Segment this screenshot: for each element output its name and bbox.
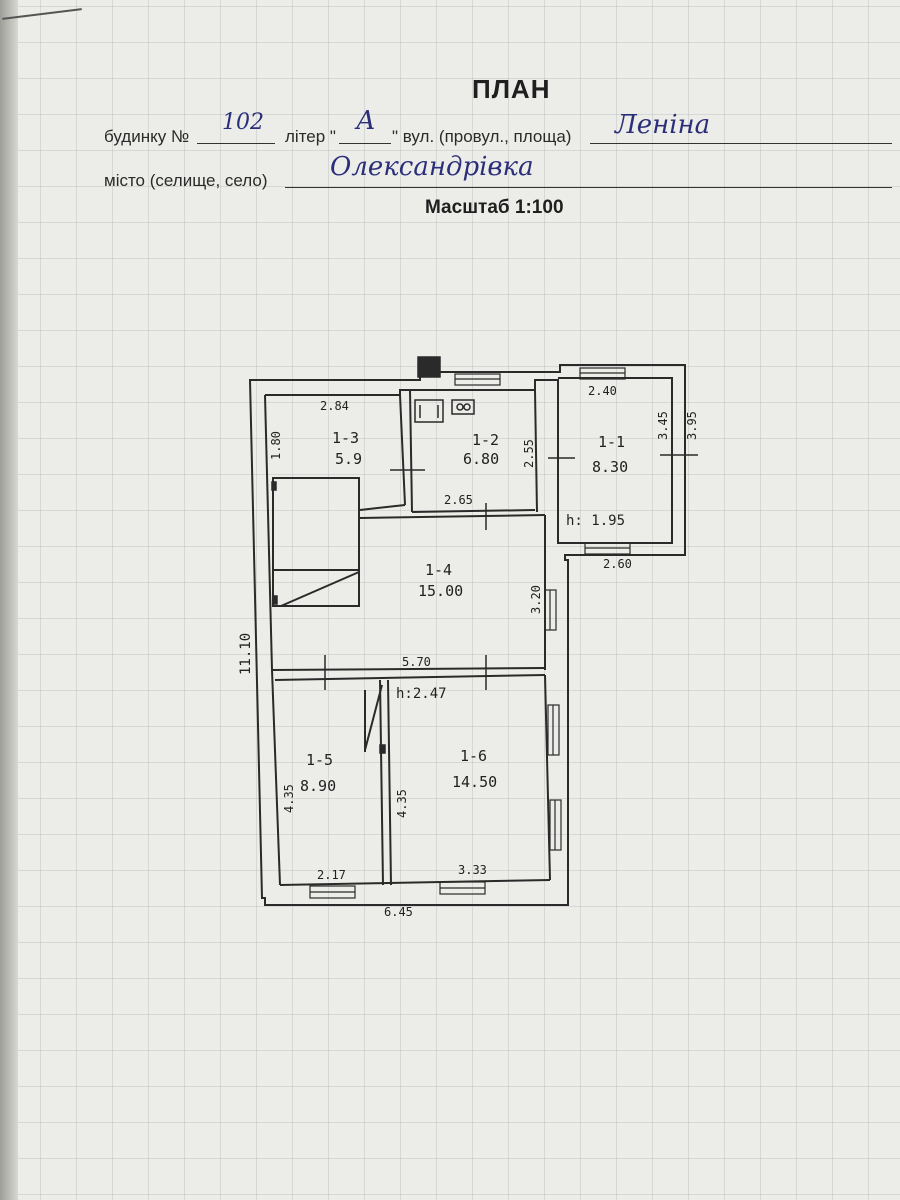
city-value: Олександрівка bbox=[330, 152, 534, 182]
dim-h-1-95: h: 1.95 bbox=[566, 513, 625, 529]
house-number-label: будинку № bbox=[104, 127, 190, 146]
dim-3-20: 3.20 bbox=[529, 585, 543, 614]
scale-label: Масштаб 1:100 bbox=[425, 197, 564, 218]
room-1-6-id: 1-6 bbox=[460, 747, 487, 765]
house-number-line bbox=[197, 143, 275, 144]
stove-icon bbox=[414, 399, 444, 423]
room-1-5-id: 1-5 bbox=[306, 751, 333, 769]
room-1-2-id: 1-2 bbox=[472, 431, 499, 449]
room-1-6-area: 14.50 bbox=[452, 773, 497, 791]
outer-wall bbox=[248, 364, 686, 906]
dim-5-70: 5.70 bbox=[402, 655, 431, 669]
room-1-4-id: 1-4 bbox=[425, 561, 452, 579]
liter-line bbox=[339, 143, 391, 144]
dim-2-60: 2.60 bbox=[603, 557, 632, 571]
page-binding-shadow bbox=[0, 0, 18, 1200]
house-number-value: 102 bbox=[222, 110, 264, 135]
door-marks bbox=[271, 454, 698, 754]
chimney-icon bbox=[417, 356, 441, 378]
room-1-2-area: 6.80 bbox=[463, 450, 499, 468]
city-label: місто (селище, село) bbox=[104, 171, 268, 190]
city-line bbox=[285, 187, 892, 188]
room-1-3-id: 1-3 bbox=[332, 429, 359, 447]
room-1-1-id: 1-1 bbox=[598, 433, 625, 451]
dim-6-45: 6.45 bbox=[384, 905, 413, 919]
inner-wall bbox=[265, 377, 673, 544]
street-value: Леніна bbox=[615, 110, 711, 140]
liter-value: А bbox=[356, 106, 376, 136]
dim-2-84: 2.84 bbox=[320, 399, 349, 413]
room-1-4-area: 15.00 bbox=[418, 582, 463, 600]
dim-2-40: 2.40 bbox=[588, 384, 617, 398]
room-1-1-area: 8.30 bbox=[592, 458, 628, 476]
liter-label: літер " bbox=[285, 127, 336, 146]
dim-h-2-47: h:2.47 bbox=[396, 686, 447, 702]
room-1-3-area: 5.9 bbox=[335, 450, 362, 468]
street-line bbox=[590, 143, 892, 144]
dim-2-17: 2.17 bbox=[317, 868, 346, 882]
windows bbox=[309, 367, 631, 899]
street-label: " вул. (провул., площа) bbox=[392, 127, 572, 146]
plan-title: ПЛАН bbox=[472, 74, 551, 104]
dim-2-65: 2.65 bbox=[444, 493, 473, 507]
dim-3-33: 3.33 bbox=[458, 863, 487, 877]
dim-1-80: 1.80 bbox=[269, 431, 283, 460]
room-1-5-area: 8.90 bbox=[300, 777, 336, 795]
dim-2-55: 2.55 bbox=[522, 439, 536, 468]
dim-3-95: 3.95 bbox=[685, 411, 699, 440]
dim-4-35-left: 4.35 bbox=[282, 784, 296, 813]
dim-4-35-right: 4.35 bbox=[395, 789, 409, 818]
sink-icon bbox=[451, 399, 475, 415]
dim-3-45: 3.45 bbox=[656, 411, 670, 440]
dim-11-10: 11.10 bbox=[238, 633, 254, 675]
